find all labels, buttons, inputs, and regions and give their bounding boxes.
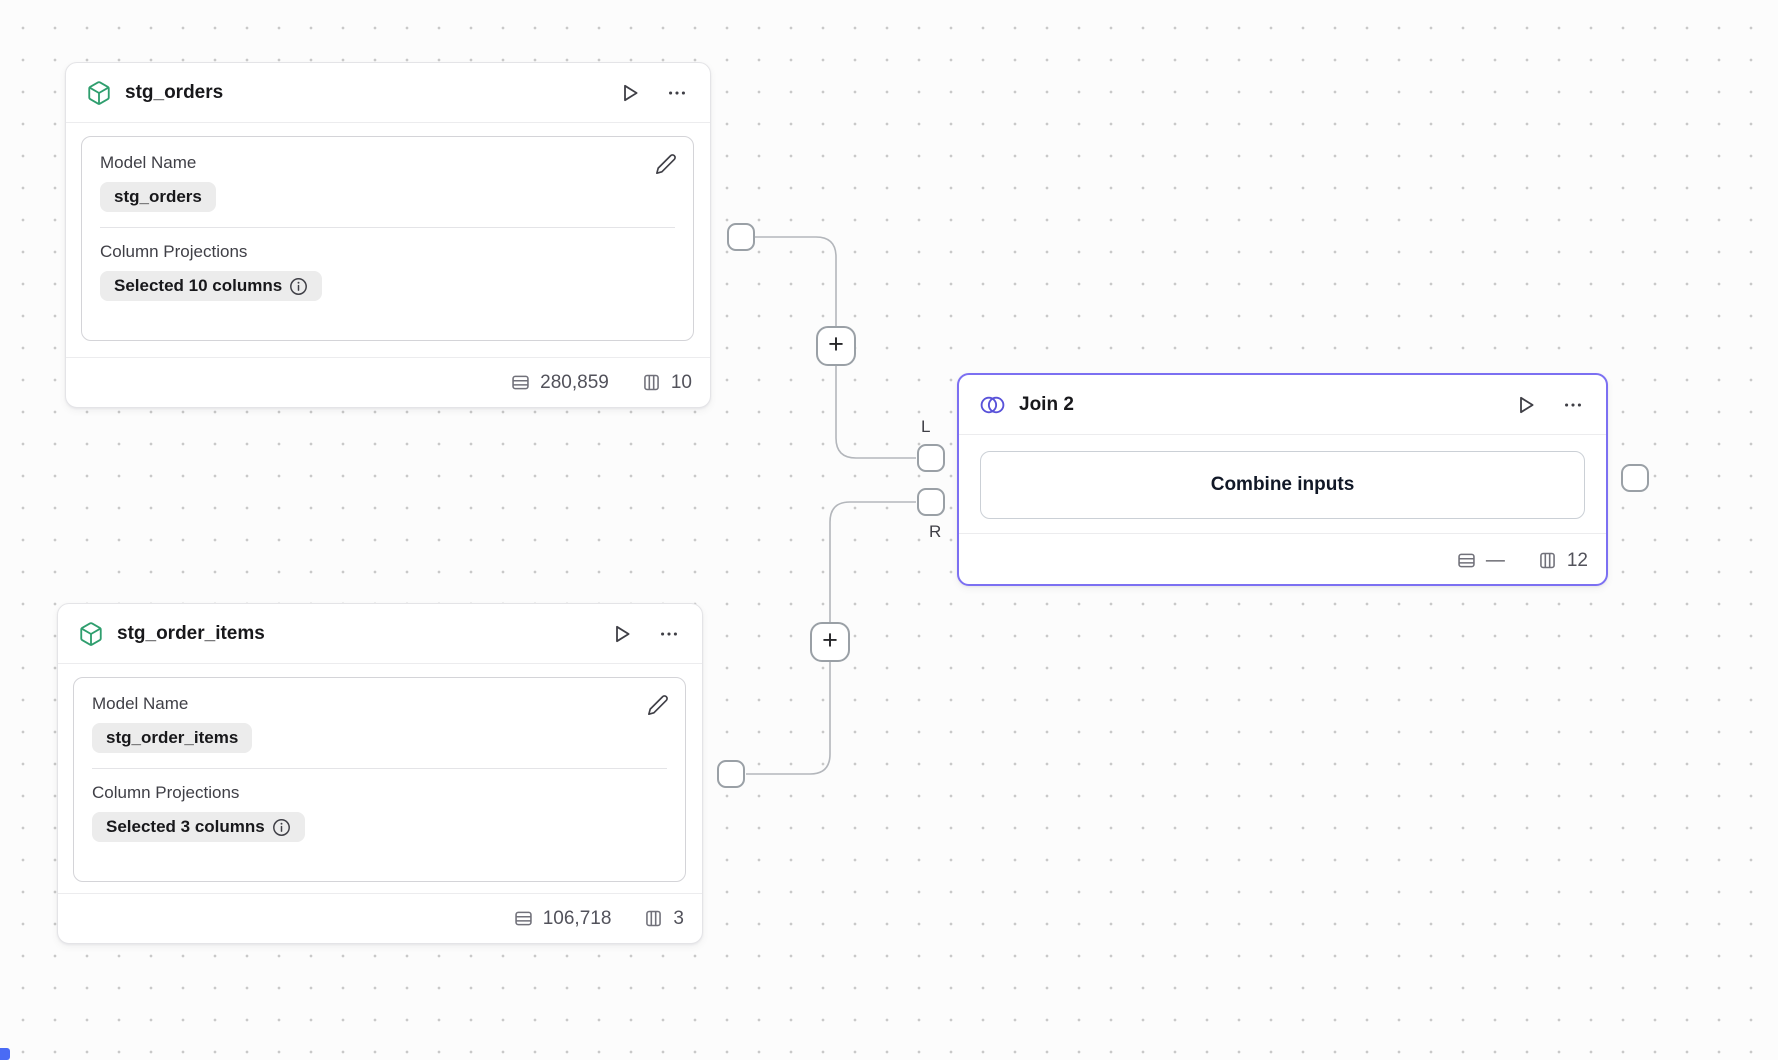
add-node-on-edge-button-bottom[interactable]: + [810, 622, 850, 662]
column-count: 3 [673, 907, 684, 929]
combine-inputs-button[interactable]: Combine inputs [980, 451, 1585, 519]
ellipsis-icon [669, 90, 685, 95]
node-footer-stats: 106,718 3 [58, 893, 702, 943]
node-menu-button[interactable] [1558, 390, 1588, 420]
node-join-2[interactable]: Join 2 Combine inputs — 12 [957, 373, 1608, 586]
pencil-icon [656, 154, 676, 174]
node-menu-button[interactable] [654, 619, 684, 649]
node-header: stg_order_items [58, 604, 702, 664]
play-icon [616, 625, 630, 642]
column-projections-value: Selected 3 columns [106, 817, 265, 836]
model-config-card[interactable]: Model Name stg_orders Column Projections… [81, 136, 694, 341]
node-header: Join 2 [959, 375, 1606, 435]
edit-model-button[interactable] [651, 149, 681, 179]
column-projections-label: Column Projections [92, 783, 240, 802]
run-node-button[interactable] [614, 77, 646, 109]
row-count: 106,718 [542, 907, 612, 929]
ellipsis-icon [1565, 402, 1581, 407]
ellipsis-icon [661, 631, 677, 636]
column-count-icon [1540, 552, 1555, 569]
model-box-icon [86, 80, 112, 106]
node-stg-order-items[interactable]: stg_order_items Model Name stg_order_ite… [57, 603, 703, 944]
join-right-input-port[interactable] [917, 488, 945, 516]
info-icon [272, 818, 290, 836]
node-title: stg_orders [125, 81, 224, 103]
column-projections-chip[interactable]: Selected 10 columns [100, 271, 323, 301]
node-footer-stats: — 12 [959, 533, 1606, 587]
join-left-port-label: L [921, 417, 931, 436]
column-count: 12 [1566, 549, 1588, 571]
model-box-icon [78, 621, 104, 647]
output-port-stg-orders[interactable] [727, 223, 755, 251]
node-header: stg_orders [66, 63, 710, 123]
model-config-card[interactable]: Model Name stg_order_items Column Projec… [73, 677, 686, 882]
model-name-chip: stg_order_items [92, 723, 253, 753]
node-title: Join 2 [1019, 393, 1074, 415]
row-count-icon [512, 375, 529, 390]
node-footer-stats: 280,859 10 [66, 357, 710, 407]
model-name-value: stg_orders [114, 187, 202, 206]
run-node-button[interactable] [606, 618, 638, 650]
play-icon [1520, 396, 1534, 413]
node-body: Model Name stg_orders Column Projections… [66, 123, 710, 357]
node-stg-orders[interactable]: stg_orders Model Name stg_orders Column [65, 62, 711, 408]
column-projections-chip[interactable]: Selected 3 columns [92, 812, 305, 842]
output-port-join[interactable] [1621, 464, 1649, 492]
pencil-icon [648, 695, 668, 715]
node-body: Model Name stg_order_items Column Projec… [58, 664, 702, 893]
node-menu-button[interactable] [662, 78, 692, 108]
column-count: 10 [670, 371, 692, 393]
edit-model-button[interactable] [643, 690, 673, 720]
card-divider [92, 768, 667, 769]
model-name-chip: stg_orders [100, 182, 216, 212]
row-count: 280,859 [540, 371, 609, 393]
join-left-input-port[interactable] [917, 444, 945, 472]
model-name-value: stg_order_items [106, 728, 239, 747]
add-node-on-edge-button-top[interactable]: + [816, 326, 856, 366]
column-count-icon [646, 910, 662, 927]
node-body: Combine inputs [959, 435, 1606, 519]
column-projections-value: Selected 10 columns [114, 276, 283, 295]
model-name-label: Model Name [100, 153, 197, 172]
run-node-button[interactable] [1510, 389, 1542, 421]
column-count-icon [644, 374, 659, 391]
info-icon [290, 277, 308, 295]
row-count-icon [1458, 553, 1475, 568]
play-icon [624, 84, 638, 101]
card-divider [100, 227, 675, 228]
model-name-label: Model Name [92, 694, 189, 713]
viewport-indicator-fragment [0, 1048, 10, 1060]
row-count: — [1485, 549, 1505, 571]
join-venn-icon [979, 393, 1006, 417]
column-projections-label: Column Projections [100, 242, 248, 261]
row-count-icon [515, 911, 532, 926]
join-right-port-label: R [929, 522, 942, 541]
output-port-stg-order-items[interactable] [717, 760, 745, 788]
node-title: stg_order_items [117, 622, 265, 644]
